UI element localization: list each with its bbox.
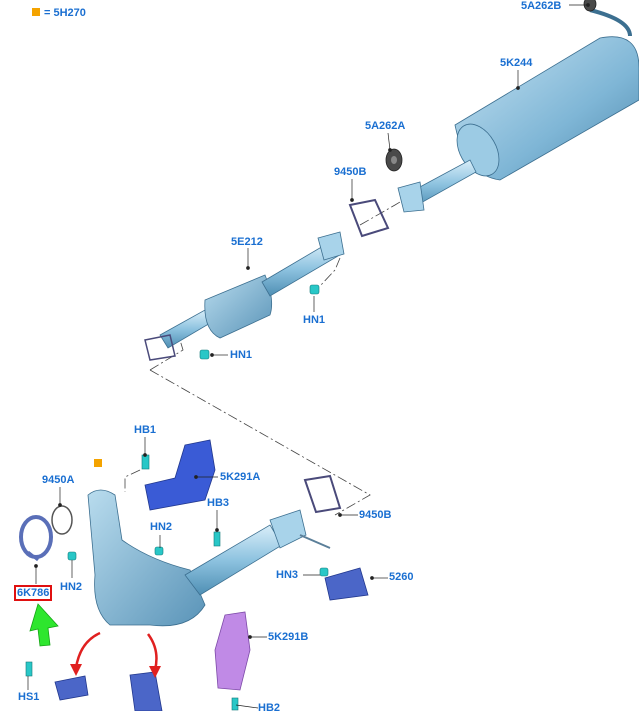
fastener-hn1-upper bbox=[309, 284, 320, 295]
gasket-9450b-upper[interactable] bbox=[348, 198, 390, 238]
label-5k244[interactable]: 5K244 bbox=[500, 57, 533, 69]
label-9450b-lower[interactable]: 9450B bbox=[359, 509, 392, 521]
fastener-hb3 bbox=[213, 531, 221, 547]
marker-5h270 bbox=[94, 459, 102, 467]
bracket-lower-mid[interactable] bbox=[129, 671, 163, 711]
label-hs1[interactable]: HS1 bbox=[18, 691, 40, 703]
leader-mid bbox=[319, 257, 341, 287]
label-hn2-a[interactable]: HN2 bbox=[150, 521, 173, 533]
label-6k786-selected[interactable]: 6K786 bbox=[14, 585, 53, 601]
label-5k291a[interactable]: 5K291A bbox=[220, 471, 261, 483]
label-5k291b[interactable]: 5K291B bbox=[268, 631, 309, 643]
label-9450a[interactable]: 9450A bbox=[42, 474, 75, 486]
bracket-5k291b[interactable] bbox=[214, 611, 251, 691]
leader-left bbox=[124, 469, 141, 492]
callout-arrowheads bbox=[70, 664, 161, 678]
label-hb1[interactable]: HB1 bbox=[134, 424, 157, 436]
fastener-hn1-lower bbox=[199, 349, 210, 360]
bracket-lower-left[interactable] bbox=[54, 675, 89, 701]
legend-marker bbox=[32, 8, 40, 16]
gasket-9450b-lower[interactable] bbox=[303, 474, 342, 514]
callout-arrows bbox=[74, 631, 158, 671]
fastener-hn2-b bbox=[67, 551, 77, 561]
fastener-hn2-a bbox=[154, 546, 164, 556]
rubber-hanger-5a262a[interactable] bbox=[385, 148, 403, 172]
fasteners bbox=[25, 284, 329, 711]
legend: = 5H270 bbox=[32, 7, 86, 19]
label-leaders bbox=[27, 3, 590, 709]
rubber-hanger-5a262b[interactable] bbox=[583, 0, 597, 12]
label-hn1-upper[interactable]: HN1 bbox=[303, 314, 326, 326]
label-9450b-top[interactable]: 9450B bbox=[334, 166, 367, 178]
label-5260[interactable]: 5260 bbox=[389, 571, 414, 583]
fastener-hn3 bbox=[319, 567, 329, 577]
bracket-5k291a[interactable] bbox=[144, 439, 216, 511]
fastener-hb2 bbox=[231, 697, 239, 711]
label-5a262a[interactable]: 5A262A bbox=[365, 120, 406, 132]
leader-lines bbox=[124, 189, 421, 516]
green-pointer-arrow bbox=[29, 603, 59, 647]
front-pipe-5e212[interactable] bbox=[144, 231, 345, 361]
label-hb3[interactable]: HB3 bbox=[207, 497, 230, 509]
fastener-hb1 bbox=[141, 454, 150, 470]
legend-text: = 5H270 bbox=[44, 7, 86, 19]
fastener-hs1 bbox=[25, 661, 33, 677]
label-hn1-lower[interactable]: HN1 bbox=[230, 349, 253, 361]
catalytic-converter[interactable] bbox=[87, 489, 331, 627]
label-hn2-b[interactable]: HN2 bbox=[60, 581, 83, 593]
pipe-flange-top bbox=[397, 181, 425, 213]
tailpipe bbox=[589, 8, 632, 37]
label-hn3[interactable]: HN3 bbox=[276, 569, 299, 581]
label-5a262b-top[interactable]: 5A262B bbox=[521, 0, 562, 12]
clamp-6k786[interactable] bbox=[19, 515, 53, 562]
leader-connector bbox=[149, 339, 371, 516]
bracket-5260[interactable] bbox=[324, 567, 369, 601]
gasket-9450a[interactable] bbox=[51, 505, 73, 535]
rear-muffler[interactable] bbox=[448, 8, 639, 183]
label-5e212[interactable]: 5E212 bbox=[231, 236, 263, 248]
label-hb2[interactable]: HB2 bbox=[258, 702, 281, 714]
